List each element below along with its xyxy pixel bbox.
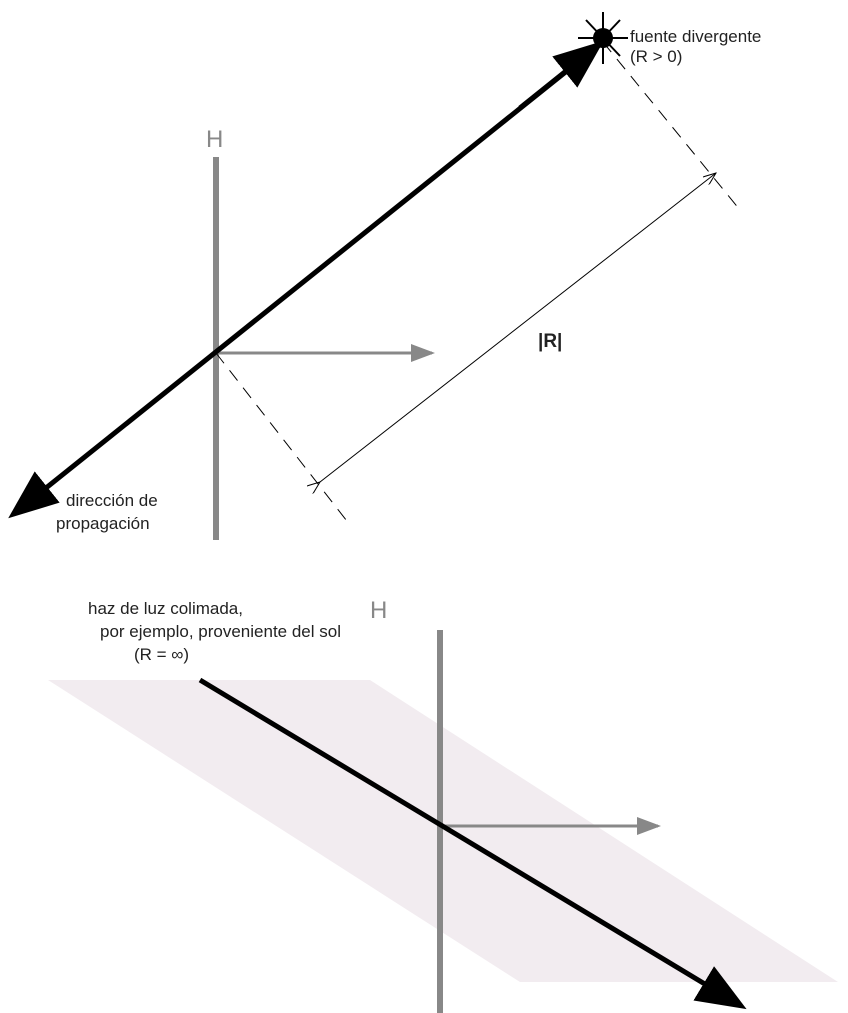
top-dashed-line-hologram xyxy=(215,352,351,526)
bottom-diagram: H haz de luz colimada, por ejemplo, prov… xyxy=(48,597,838,1013)
beam-label-line1: haz de luz colimada, xyxy=(88,599,243,618)
top-r-label: |R| xyxy=(538,331,562,352)
source-label-line1: fuente divergente xyxy=(630,27,761,46)
source-label-line2: (R > 0) xyxy=(630,47,682,66)
direction-label-line2: propagación xyxy=(56,514,150,533)
beam-label-line3: (R = ∞) xyxy=(134,645,189,664)
top-dashed-line-source xyxy=(602,41,741,211)
point-source-icon xyxy=(578,12,628,64)
top-propagation-ray xyxy=(8,40,605,519)
beam-label-line2: por ejemplo, proveniente del sol xyxy=(100,622,341,641)
top-r-dimension-arrow xyxy=(320,173,716,482)
top-h-label: H xyxy=(206,126,223,153)
bottom-collimated-ray xyxy=(198,677,747,1010)
top-source-ray-tip xyxy=(518,40,604,110)
bottom-h-label: H xyxy=(370,597,387,624)
direction-label-line1: dirección de xyxy=(66,491,158,510)
top-diagram: H |R| fuente divergente (R > 0) direcció… xyxy=(8,12,761,540)
